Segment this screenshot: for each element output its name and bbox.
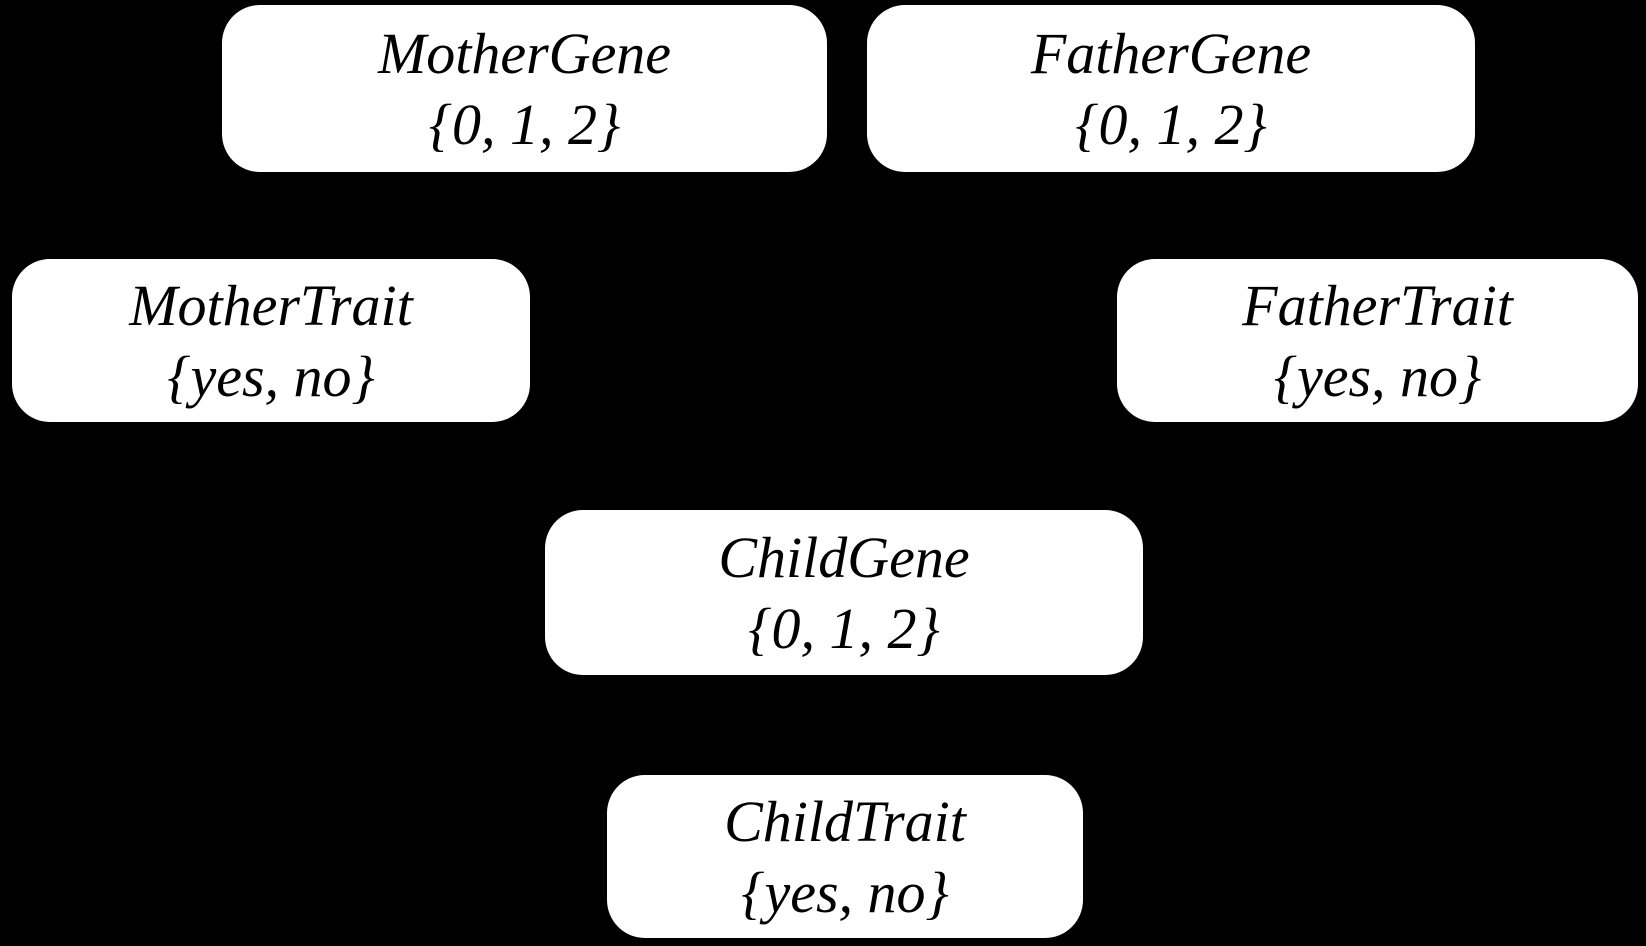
node-father-gene: FatherGene {0, 1, 2} bbox=[867, 5, 1475, 172]
node-mother-gene-label: MotherGene bbox=[377, 20, 672, 86]
node-father-trait: FatherTrait {yes, no} bbox=[1117, 259, 1638, 422]
node-child-gene-label: ChildGene bbox=[718, 524, 970, 590]
node-child-trait-domain: {yes, no} bbox=[741, 859, 949, 925]
node-mother-trait-domain: {yes, no} bbox=[167, 343, 375, 409]
node-child-gene: ChildGene {0, 1, 2} bbox=[545, 510, 1143, 675]
node-father-trait-label: FatherTrait bbox=[1242, 272, 1513, 338]
node-father-gene-label: FatherGene bbox=[1030, 20, 1312, 86]
node-father-gene-domain: {0, 1, 2} bbox=[1075, 91, 1267, 157]
node-father-trait-domain: {yes, no} bbox=[1273, 343, 1482, 409]
node-mother-trait-label: MotherTrait bbox=[129, 272, 413, 338]
node-child-trait-label: ChildTrait bbox=[724, 788, 966, 854]
node-mother-trait: MotherTrait {yes, no} bbox=[12, 259, 530, 422]
node-child-trait: ChildTrait {yes, no} bbox=[607, 775, 1083, 938]
node-mother-gene-domain: {0, 1, 2} bbox=[428, 91, 621, 157]
node-mother-gene: MotherGene {0, 1, 2} bbox=[222, 5, 827, 172]
node-child-gene-domain: {0, 1, 2} bbox=[748, 595, 940, 661]
